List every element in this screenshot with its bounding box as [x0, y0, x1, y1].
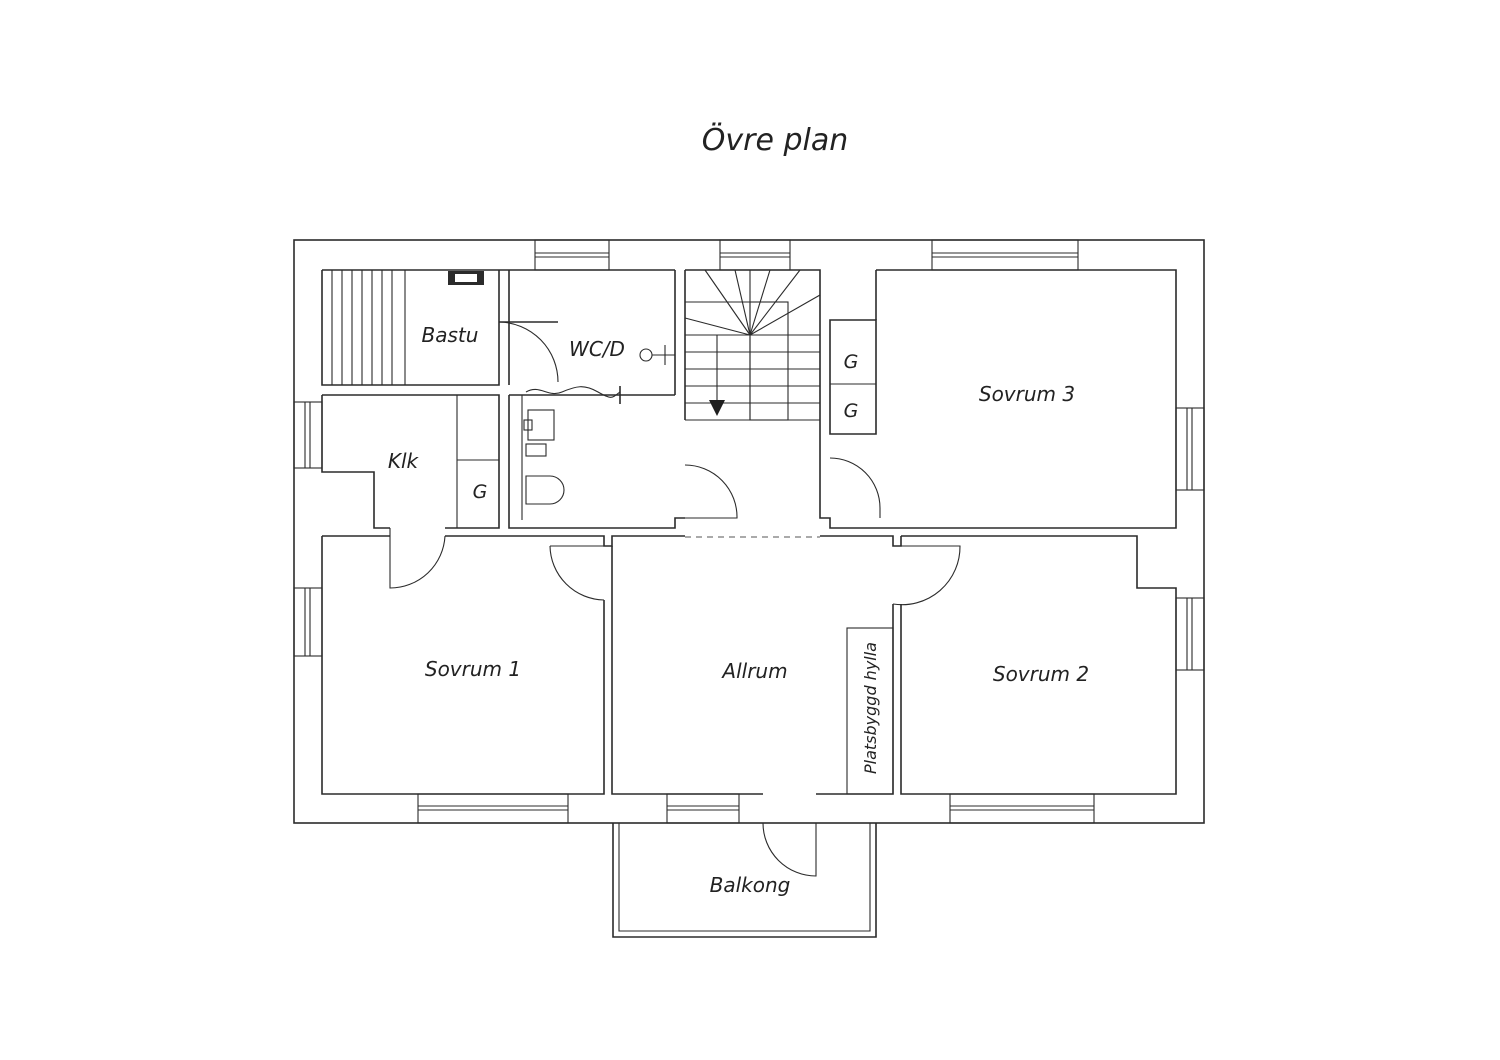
room-label-sovrum-1: Sovrum 1	[425, 657, 521, 681]
built-in-shelf-label: Platsbyggd hylla	[861, 642, 880, 774]
closet-label-g2: G	[844, 351, 859, 373]
walk-in-closet: Klk G	[321, 394, 500, 589]
room-label-sovrum-2: Sovrum 2	[993, 662, 1089, 686]
bedroom-2: Sovrum 2	[900, 535, 1177, 795]
closet-label-g1: G	[473, 481, 488, 503]
wc-shower: WC/D	[508, 270, 738, 529]
sauna: Bastu	[321, 270, 559, 386]
room-label-balkong: Balkong	[710, 873, 791, 897]
plan-title: Övre plan	[702, 122, 848, 158]
room-label-klk: Klk	[388, 449, 420, 473]
hall-closets: G G	[829, 319, 877, 435]
room-label-wc-d: WC/D	[569, 337, 625, 361]
room-label-bastu: Bastu	[422, 323, 479, 347]
bedroom-1: Sovrum 1	[321, 535, 685, 795]
bedroom-3: Sovrum 3	[819, 269, 1177, 529]
room-label-sovrum-3: Sovrum 3	[979, 382, 1075, 406]
toilet-icon	[525, 475, 565, 505]
stair-arrow-icon	[709, 400, 725, 416]
sink-icon	[527, 409, 555, 441]
closet-label-g3: G	[844, 400, 859, 422]
staircase	[684, 269, 821, 458]
family-room: Platsbyggd hylla Allrum	[611, 535, 961, 795]
room-label-allrum: Allrum	[720, 659, 787, 683]
shower-head-icon	[639, 348, 653, 362]
balcony: Balkong	[612, 822, 877, 938]
